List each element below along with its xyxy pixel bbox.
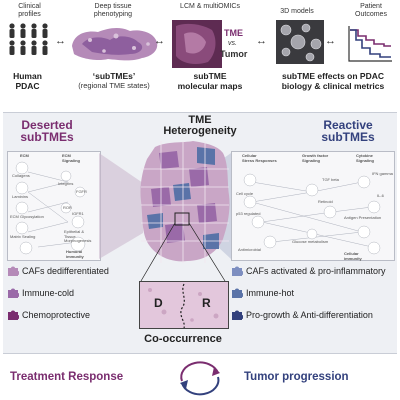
reactive-bullet-text: CAFs activated & pro-inflammatory [246, 266, 386, 276]
reactive-tgfb-label: TGF beta [322, 177, 339, 182]
reactive-pathway-map: Cellular Stress Responses Growth factor … [231, 151, 395, 261]
reactive-bullet-list: CAFs activated & pro-inflammatory Immune… [231, 265, 395, 331]
reactive-antigen-label: Antigen Presentation [344, 215, 382, 220]
step-lcm-label: LCM & multiOMICs [180, 3, 240, 10]
tissue-section-image [72, 28, 158, 61]
reactive-header: Reactive subTMEs [321, 118, 375, 144]
survival-curve-icon [348, 26, 392, 62]
cycle-arrows-icon [180, 361, 220, 396]
organoid-image [276, 20, 324, 64]
tumor-tag: Tumor [220, 49, 248, 59]
deserted-header: Deserted subTMEs [20, 118, 74, 144]
deserted-bullet: Chemoprotective [7, 309, 133, 331]
deserted-bullet: CAFs dedifferentiated [7, 265, 133, 287]
puzzle-piece-icon [8, 266, 19, 276]
step-clinical-label: Clinical profiles [18, 3, 41, 18]
deserted-igfr-label: IGFR1 [72, 211, 84, 216]
reactive-network-lines [243, 173, 381, 255]
reactive-bullet: Pro-growth & Anti-differentiation [231, 309, 395, 331]
patients-icon [9, 23, 48, 55]
deserted-ror-label: ROR [63, 205, 72, 210]
reactive-stress-label: Cellular Stress Responses [242, 153, 277, 163]
workflow-arrow-icon: ↔ [325, 35, 336, 47]
reactive-bullet: Immune-hot [231, 287, 395, 309]
reactive-glucose-label: Glucose metabolism [292, 239, 329, 244]
reactive-zone-label: R [202, 296, 211, 310]
tme-heterogeneity-panel: Deserted subTMEs TME Heterogeneity React… [3, 112, 397, 354]
reactive-bullet-text: Immune-hot [246, 288, 295, 298]
step-molecular-maps-title: subTME molecular maps [177, 71, 243, 91]
reactive-antimicrobial-label: Antimicrobial [238, 247, 261, 252]
deserted-glycosylation-label: ECM Glycosylation [10, 214, 44, 219]
subtme-effects-title: subTME effects on PDAC biology & clinica… [281, 71, 385, 91]
deserted-matrix-label: Matrix Sealing [10, 234, 36, 239]
zoom-lines [140, 223, 226, 282]
inset-texture [148, 283, 219, 328]
reactive-immunity-label: Cellular immunity [344, 251, 362, 261]
deserted-ecm-label: ECM [20, 153, 29, 158]
puzzle-piece-icon [8, 310, 19, 320]
deserted-bullet-text: Immune-cold [22, 288, 75, 298]
deserted-collagens-label: Collagens [12, 173, 30, 178]
tme-heterogeneity-title: TME Heterogeneity [163, 114, 237, 137]
workflow-arrow-icon: ↔ [154, 35, 165, 47]
vs-tag: vs. [228, 40, 237, 47]
puzzle-piece-icon [8, 288, 19, 298]
deserted-pathway-map: ECM ECM Signaling Collagens Integrins La… [7, 151, 101, 261]
reactive-cytokine-label: Cytokine Signaling [356, 153, 374, 163]
co-occurrence-inset: D R [139, 281, 229, 329]
step-3d-models-label: 3D models [280, 8, 314, 15]
reactive-bullet-text: Pro-growth & Anti-differentiation [246, 310, 373, 320]
deserted-bullet-text: CAFs dedifferentiated [22, 266, 109, 276]
step-phenotyping-label: Deep tissue phenotyping [93, 3, 133, 18]
deserted-bullet: Immune-cold [7, 287, 133, 309]
deserted-humoral-label: Humoral immunity [66, 249, 84, 259]
puzzle-piece-icon [232, 310, 243, 320]
reactive-retinoid-label: Retinoid [318, 199, 333, 204]
workflow-arrow-icon: ↔ [256, 35, 267, 47]
step-human-pdac-title: Human PDAC [13, 71, 42, 91]
tme-tag: TME [224, 28, 243, 38]
step-subtme-title: ‘subTMEs’ [92, 71, 136, 81]
reactive-ifng-label: IFN gamma [372, 171, 393, 176]
deserted-bullet-text: Chemoprotective [22, 310, 91, 320]
deserted-bullet-list: CAFs dedifferentiated Immune-cold Chemop… [7, 265, 133, 331]
deserted-laminins-label: Laminins [12, 194, 29, 199]
treatment-response-label: Treatment Response [10, 371, 124, 383]
deserted-zone-label: D [154, 296, 163, 310]
reactive-il6-label: IL-6 [377, 193, 384, 198]
deserted-morphogenesis-label: Epithelial & Tissue Morphogenesis [64, 229, 92, 243]
deserted-ecm-signaling-label: ECM Signaling [62, 153, 80, 163]
step-subtme-subtitle: (regional TME states) [78, 81, 150, 90]
step-outcomes-label: Patient Outcomes [355, 3, 387, 18]
tme-puzzle-tissue [140, 141, 230, 263]
reactive-cell-cycle-label: Cell cycle [236, 191, 254, 196]
workflow-arrow-icon: ↔ [55, 35, 66, 47]
puzzle-piece-icon [232, 288, 243, 298]
reactive-p53-label: p53 regulated [236, 211, 261, 216]
reactive-bullet: CAFs activated & pro-inflammatory [231, 265, 395, 287]
deserted-integrins-label: Integrins [58, 181, 74, 186]
lcm-tissue-image [172, 20, 222, 68]
deserted-fgfr-label: FGFR [76, 189, 87, 194]
reactive-growth-label: Growth factor Signaling [302, 153, 329, 163]
tumor-progression-label: Tumor progression [244, 371, 349, 383]
deserted-network-lines [15, 161, 86, 255]
puzzle-piece-icon [232, 266, 243, 276]
co-occurrence-label: Co-occurrence [144, 333, 222, 345]
